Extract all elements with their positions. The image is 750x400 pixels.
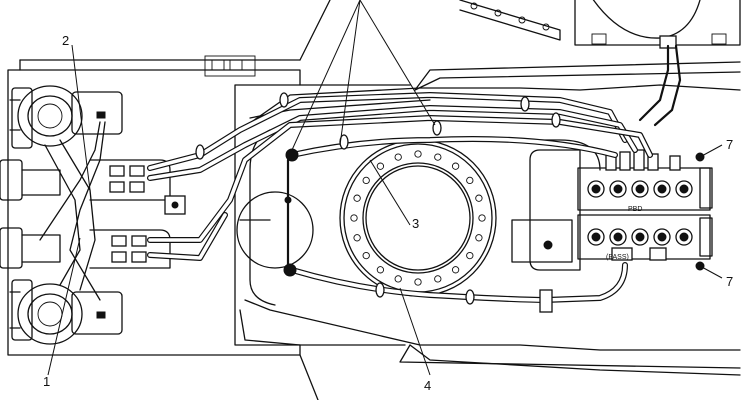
bolt-hole [350,214,358,222]
hose-bundle [39,44,682,303]
callout-1: 1 [43,374,50,389]
bolt-hole [434,275,442,283]
bolt-hole [353,234,361,242]
hose-clamps [195,92,561,313]
valve-spool-core [679,232,689,242]
valve-spool-core [635,184,645,194]
bolt-hole [376,162,385,170]
hydraulic-tank [574,0,741,49]
bolt-hole [475,194,483,202]
bolt-hole [478,214,486,222]
bolt-hole [466,176,474,185]
callout-7-top: 7 [726,137,733,152]
callout-3: 3 [412,216,419,231]
callout-7-bottom: 7 [726,274,733,289]
bolt-hole [362,251,370,260]
top-mount-plate [459,0,561,41]
bolt-hole [414,150,422,158]
leader-lines [47,0,723,376]
valve-spool-core [613,232,623,242]
valve-spool-core [591,184,601,194]
valve-spool-core [591,232,601,242]
valve-spool-core [679,184,689,194]
bolt-hole [434,153,442,161]
valve-spool-core [613,184,623,194]
valve-spool-core [635,232,645,242]
bolt-hole [414,278,422,286]
motor-brackets [0,159,61,269]
fittings-left [109,165,147,263]
valve-spools [587,180,693,246]
bolt-hole [451,162,460,170]
travel-motor-lower [9,279,123,345]
frame-outline [7,0,741,400]
center-joint [236,191,314,269]
control-valve [511,149,713,271]
bolt-hole [376,266,385,274]
bolt-hole [362,176,370,185]
valve-label-pass: (PASS) [606,254,629,261]
bolt-hole [394,153,402,161]
bolt-hole-ring [350,150,486,286]
valve-spool-core [657,232,667,242]
bolt-hole [394,275,402,283]
valve-label-pbd: PBD [628,206,642,213]
valve-spool-core [657,184,667,194]
bolt-hole [466,251,474,260]
callout-4: 4 [424,378,431,393]
bolt-hole [475,234,483,242]
bolt-hole [451,266,460,274]
travel-motor-upper [9,85,123,149]
bolt-hole [353,194,361,202]
callout-2: 2 [62,33,69,48]
